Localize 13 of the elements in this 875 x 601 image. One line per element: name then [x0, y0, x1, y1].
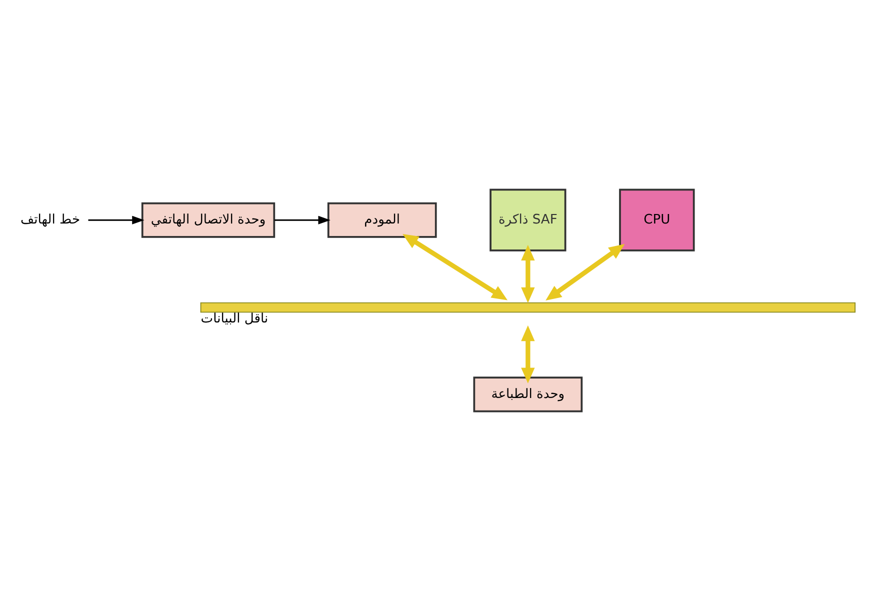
arrow	[546, 244, 625, 301]
arrow	[88, 216, 144, 224]
node-label: ناقل البيانات	[200, 312, 268, 327]
node-box: وحدة الاتصال الهاتفي	[141, 202, 276, 238]
arrow	[274, 216, 330, 224]
arrow	[521, 325, 535, 384]
node-box: وحدة الطباعة	[473, 376, 583, 412]
arrow	[402, 234, 508, 300]
arrow	[521, 244, 535, 304]
node-box: ذاكرة SAF	[490, 188, 566, 252]
node-box: المودم	[327, 202, 437, 238]
node-text: خط الهاتف	[20, 212, 80, 228]
node-box: CPU	[619, 188, 695, 252]
